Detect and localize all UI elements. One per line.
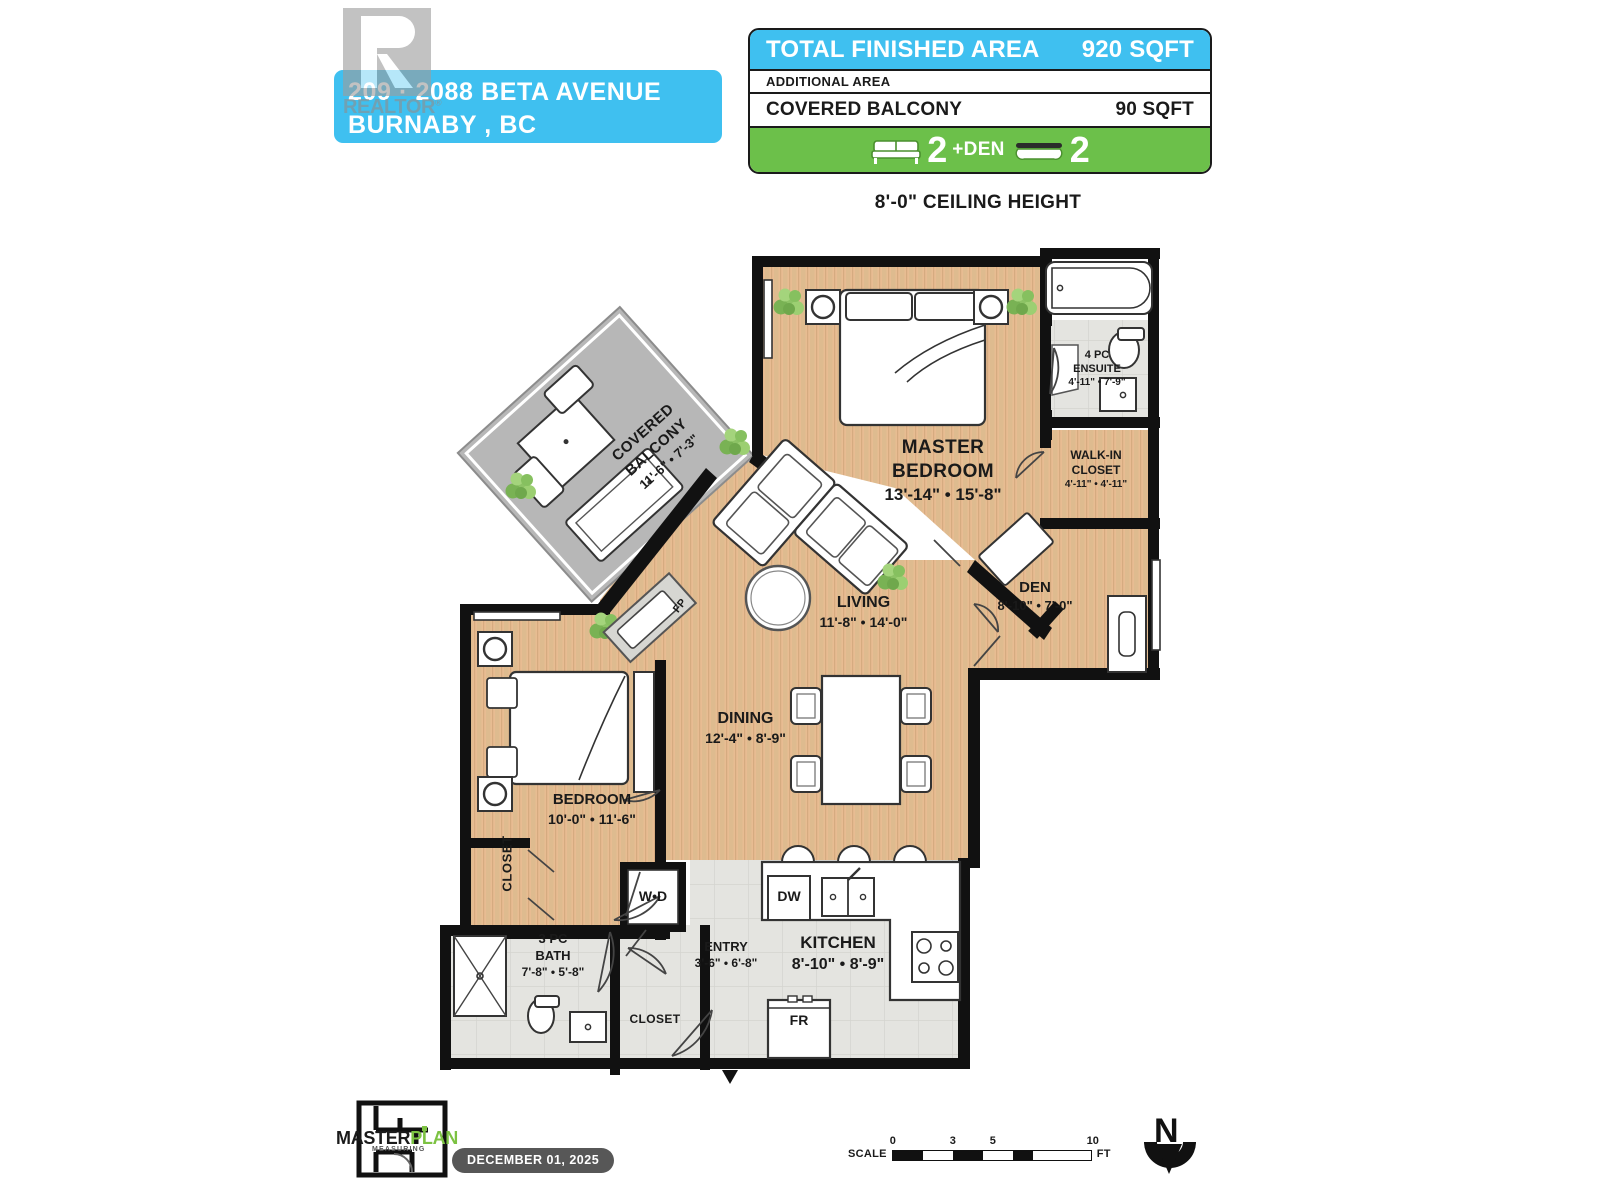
balcony-furniture <box>514 364 684 562</box>
masterplan-subtitle: MEASURING <box>372 1146 426 1153</box>
scale-segment <box>952 1151 983 1160</box>
scale-bar-group: SCALE 0 3 5 10 FT <box>848 1135 1111 1161</box>
scale-segment <box>1012 1151 1033 1160</box>
scale-tick-5: 5 <box>989 1135 996 1147</box>
area-info-card: TOTAL FINISHED AREA 920 SQFT ADDITIONAL … <box>748 28 1212 174</box>
address-banner: 209 · 2088 BETA AVENUE BURNABY , BC <box>334 70 722 143</box>
living-furniture <box>602 439 908 664</box>
bedroom-closet-floor <box>472 845 528 935</box>
ceiling-height-label: 8'-0" CEILING HEIGHT <box>874 192 1082 213</box>
kitchen-fixtures <box>760 845 962 1060</box>
bath-fixtures <box>453 935 607 1043</box>
balcony-area-row: COVERED BALCONY 90 SQFT <box>750 94 1210 126</box>
den-suffix: +DEN <box>952 139 1005 160</box>
balcony-area-value: 90 SQFT <box>1115 99 1194 120</box>
total-area-label: TOTAL FINISHED AREA <box>766 35 1040 63</box>
bathroom-count-group: 2 <box>1013 132 1090 168</box>
scale-tick-3: 3 <box>949 1135 956 1147</box>
masterplan-word-master: MASTER <box>336 1128 411 1148</box>
entry-direction-arrow <box>722 1070 738 1084</box>
bedroom-furniture <box>477 631 655 812</box>
scale-label: SCALE <box>848 1148 887 1160</box>
washer-dryer-unit <box>620 862 686 932</box>
svg-text:N: N <box>1154 1112 1179 1150</box>
windows <box>473 279 1161 651</box>
dining-furniture <box>790 674 932 806</box>
bed-bath-row: 2 +DEN 2 <box>750 126 1210 172</box>
scale-tick-10: 10 <box>1086 1135 1099 1147</box>
north-arrow-icon: N <box>1144 1112 1196 1174</box>
ensuite-fixtures <box>1045 261 1153 412</box>
additional-area-label: ADDITIONAL AREA <box>766 74 891 89</box>
masterplan-logo-icon <box>356 1100 448 1178</box>
bed-icon <box>871 140 922 164</box>
entry-closet-floor <box>612 925 700 1065</box>
balcony-area-label: COVERED BALCONY <box>766 99 963 120</box>
den-furniture <box>978 512 1147 673</box>
door-swings <box>527 347 1060 1057</box>
scale-tick-0: 0 <box>889 1135 896 1147</box>
bedroom-count-group: 2 +DEN <box>870 132 1004 168</box>
additional-area-row: ADDITIONAL AREA <box>750 69 1210 94</box>
bathroom-count: 2 <box>1069 129 1090 170</box>
walkin-closet-floor <box>1050 432 1150 512</box>
address-line-2: BURNABY , BC <box>348 111 537 139</box>
scale-segment <box>892 1151 923 1160</box>
scale-bar: 0 3 5 10 <box>890 1135 1099 1161</box>
master-bedroom-furniture <box>773 288 1037 427</box>
bathtub-icon <box>1015 143 1063 160</box>
total-area-value: 920 SQFT <box>1081 35 1194 63</box>
masterplan-word-plan: PLAN <box>410 1128 459 1148</box>
masterplan-wordmark: MASTERPLAN <box>336 1128 458 1149</box>
plan-date-badge: DECEMBER 01, 2025 <box>452 1148 615 1173</box>
scale-unit: FT <box>1096 1148 1111 1160</box>
total-area-row: TOTAL FINISHED AREA 920 SQFT <box>750 30 1210 69</box>
bedroom-count: 2 <box>927 129 948 170</box>
